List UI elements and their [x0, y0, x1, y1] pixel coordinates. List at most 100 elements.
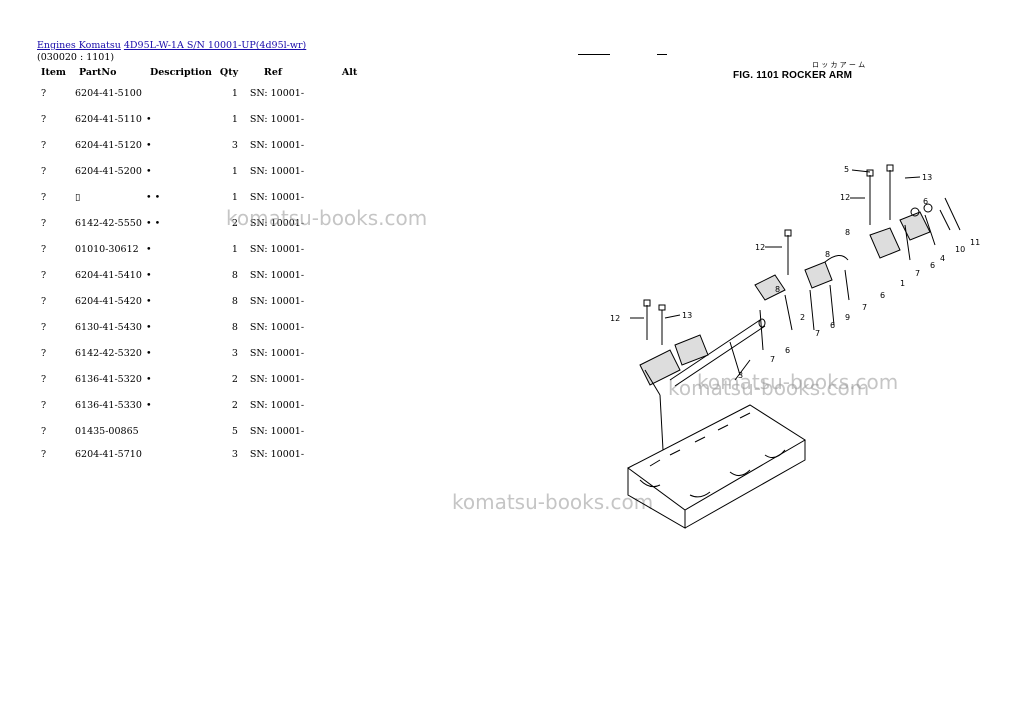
cell-item: ?: [41, 165, 47, 177]
cell-ref: SN: 10001-: [249, 295, 305, 307]
callout-11: 11: [970, 238, 980, 247]
cell-item: ?: [41, 269, 47, 281]
cell-partno: 6204-41-5120: [75, 139, 142, 151]
cell-description: •: [146, 269, 152, 281]
cell-ref: SN: 10001-: [249, 165, 305, 177]
header-qty: Qty: [219, 66, 239, 78]
cell-partno: 6204-41-5420: [75, 295, 142, 307]
callout-4: 4: [940, 254, 945, 263]
cell-item: ?: [41, 448, 47, 460]
cell-description: • •: [146, 191, 161, 203]
callout-10: 10: [955, 245, 965, 254]
cell-qty: 1: [231, 191, 238, 203]
callout-6b: 6: [930, 261, 935, 270]
cell-qty: 1: [231, 243, 238, 255]
callout-9: 9: [845, 313, 850, 322]
table-header-row: Item PartNo Description Qty Ref Alt: [37, 64, 366, 80]
table-row: ? 6204-41-5110 • 1 SN: 10001-: [37, 106, 366, 132]
cell-alt: [338, 262, 366, 288]
callout-7b: 7: [862, 303, 867, 312]
callout-6d: 6: [830, 321, 835, 330]
cell-description: •: [146, 347, 152, 359]
cell-ref: SN: 10001-: [249, 113, 305, 125]
cell-alt: [338, 366, 366, 392]
cell-alt: [338, 184, 366, 210]
cell-partno: 6204-41-5100: [75, 87, 142, 99]
header-rule: [578, 54, 610, 55]
callout-3: 3: [738, 371, 743, 380]
cell-qty: 1: [231, 87, 238, 99]
cell-alt: [338, 288, 366, 314]
cell-item: ?: [41, 191, 47, 203]
breadcrumb: Engines Komatsu 4D95L-W-1A S/N 10001-UP(…: [37, 40, 306, 51]
cell-qty: 2: [231, 373, 238, 385]
cell-ref: SN: 10001-: [249, 191, 305, 203]
cell-description: •: [146, 113, 152, 125]
breadcrumb-link-model[interactable]: 4D95L-W-1A S/N 10001-UP(4d95l-wr): [123, 40, 307, 51]
cell-qty: 1: [231, 113, 238, 125]
cell-partno: 01435-00865: [75, 425, 139, 437]
cell-item: ?: [41, 321, 47, 333]
callout-2: 2: [800, 313, 805, 322]
cell-qty: 8: [231, 295, 238, 307]
cell-alt: [338, 314, 366, 340]
table-row: ? 6204-41-5420 • 8 SN: 10001-: [37, 288, 366, 314]
cell-description: •: [146, 243, 152, 255]
cell-qty: 8: [231, 269, 238, 281]
cell-qty: 1: [231, 165, 238, 177]
cell-ref: SN: 10001-: [249, 373, 305, 385]
cell-description: •: [146, 399, 152, 411]
cell-partno: 6142-42-5550: [75, 217, 142, 229]
cell-description: •: [146, 321, 152, 333]
cell-partno: 6142-42-5320: [75, 347, 142, 359]
cell-item: ?: [41, 113, 47, 125]
page-code: (030020 : 1101): [37, 52, 115, 63]
cell-item: ?: [41, 243, 47, 255]
cell-alt: [338, 340, 366, 366]
cell-description: •: [146, 373, 152, 385]
cell-qty: 2: [231, 217, 238, 229]
callout-13: 13: [922, 173, 932, 182]
cell-ref: SN: 10001-: [249, 243, 305, 255]
callout-7c: 7: [815, 329, 820, 338]
cell-partno: 01010-30612: [75, 243, 139, 255]
cell-description: •: [146, 139, 152, 151]
callout-6c: 6: [880, 291, 885, 300]
callout-7d: 7: [770, 355, 775, 364]
cell-ref: SN: 10001-: [249, 425, 305, 437]
cell-ref: SN: 10001-: [249, 87, 305, 99]
callout-8b: 8: [825, 250, 830, 259]
header-item: Item: [41, 66, 66, 78]
cell-alt: [338, 210, 366, 236]
callout-8c: 8: [775, 285, 780, 294]
cell-partno: 6204-41-5110: [75, 113, 142, 125]
cell-item: ?: [41, 347, 47, 359]
cell-description: •: [146, 295, 152, 307]
callout-7a: 7: [915, 269, 920, 278]
cell-description: [146, 80, 216, 106]
cell-item: ?: [41, 87, 47, 99]
callout-13b: 13: [682, 311, 692, 320]
figure-kana-title: ロ ッ カ ア ー ム: [812, 61, 866, 69]
header-partno: PartNo: [79, 66, 117, 78]
cell-ref: SN: 10001-: [249, 448, 305, 460]
breadcrumb-link-engines[interactable]: Engines Komatsu: [37, 40, 121, 51]
cell-item: ?: [41, 295, 47, 307]
cell-ref: SN: 10001-: [249, 399, 305, 411]
cell-qty: 8: [231, 321, 238, 333]
cell-ref: SN: 10001-: [249, 321, 305, 333]
callout-1: 1: [900, 279, 905, 288]
rocker-arm-diagram: 5 13 12 6 8 11 10 4 12 8 7 6 9 1 7 6 6 7…: [610, 164, 980, 529]
cell-ref: SN: 10001-: [249, 347, 305, 359]
callout-12c: 12: [610, 314, 620, 323]
cell-ref: SN: 10001-: [249, 269, 305, 281]
header-rule-2: [657, 54, 667, 55]
